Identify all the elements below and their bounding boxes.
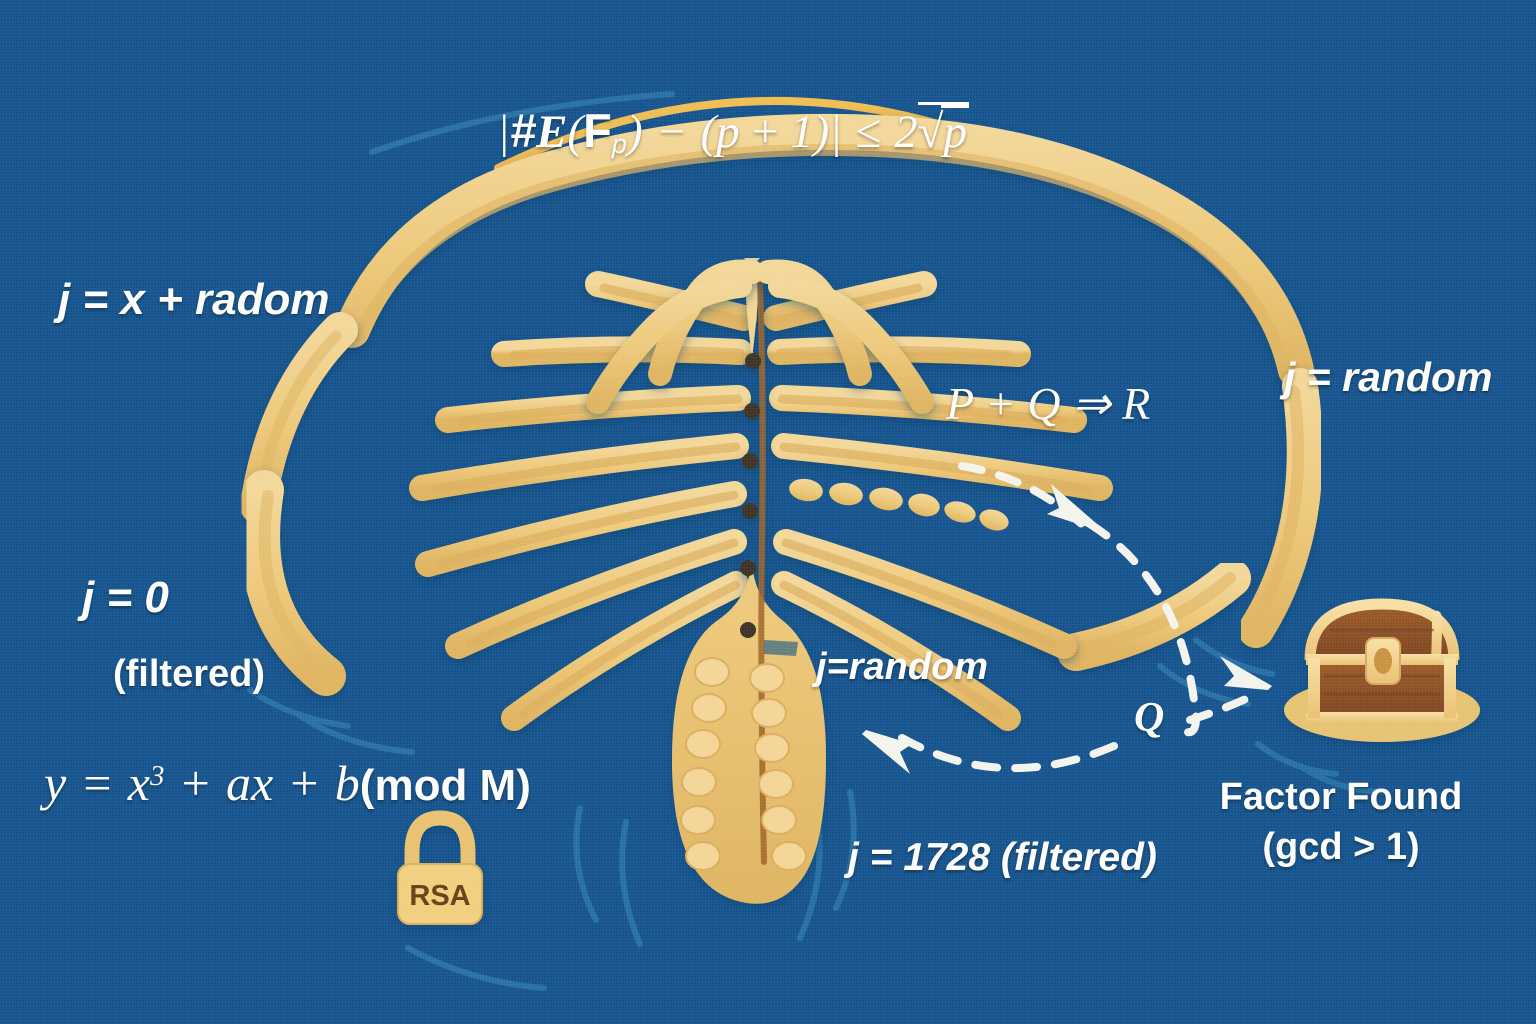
- label-gcd-condition: (gcd > 1): [1262, 826, 1420, 868]
- breakwater-right: [1238, 368, 1323, 648]
- label-j-1728: j = 1728 (filtered): [848, 836, 1157, 879]
- arrow-return-to-island: [898, 734, 1118, 773]
- arrowhead-return: [862, 730, 912, 774]
- water-ripples: [247, 91, 1385, 991]
- treasure-chest-icon: [1284, 598, 1480, 742]
- palm-trunk: [672, 258, 826, 904]
- trunk-marker-dots: [740, 353, 761, 638]
- label-j-random-right: j = random: [1284, 354, 1493, 400]
- label-j-zero: j = 0: [82, 573, 169, 622]
- label-q-point: Q: [1134, 695, 1165, 741]
- breakwater-left-lower: [240, 470, 346, 696]
- label-point-addition: P + Q ⇒ R: [946, 378, 1151, 429]
- arrow-q-to-chest: [1186, 694, 1252, 724]
- arrow-curve-down-to-q: [1086, 520, 1200, 737]
- formula-hasse-bound: |#E(Fp) − (p + 1)| ≤ 2√p: [497, 102, 969, 159]
- dotted-frond: [789, 478, 1009, 531]
- breakwater-right-lower: [1057, 559, 1251, 671]
- breakwater-crescent: [334, 113, 1314, 388]
- label-j-random-mid: j=random: [816, 646, 989, 688]
- label-j-x-random: j = x + radom: [58, 275, 330, 324]
- palm-crown-fronds: [586, 259, 934, 414]
- arrowhead-r: [1047, 484, 1097, 528]
- rsa-padlock-icon: RSA: [397, 810, 483, 925]
- formula-elliptic-curve: y = x3 + ax + b(mod M): [44, 755, 531, 811]
- label-j-zero-filtered: (filtered): [113, 653, 265, 695]
- villa-bumps: [680, 657, 807, 871]
- label-factor-found: Factor Found: [1219, 776, 1463, 818]
- arrowhead-chest: [1220, 656, 1272, 690]
- rsa-padlock-label: RSA: [409, 880, 470, 912]
